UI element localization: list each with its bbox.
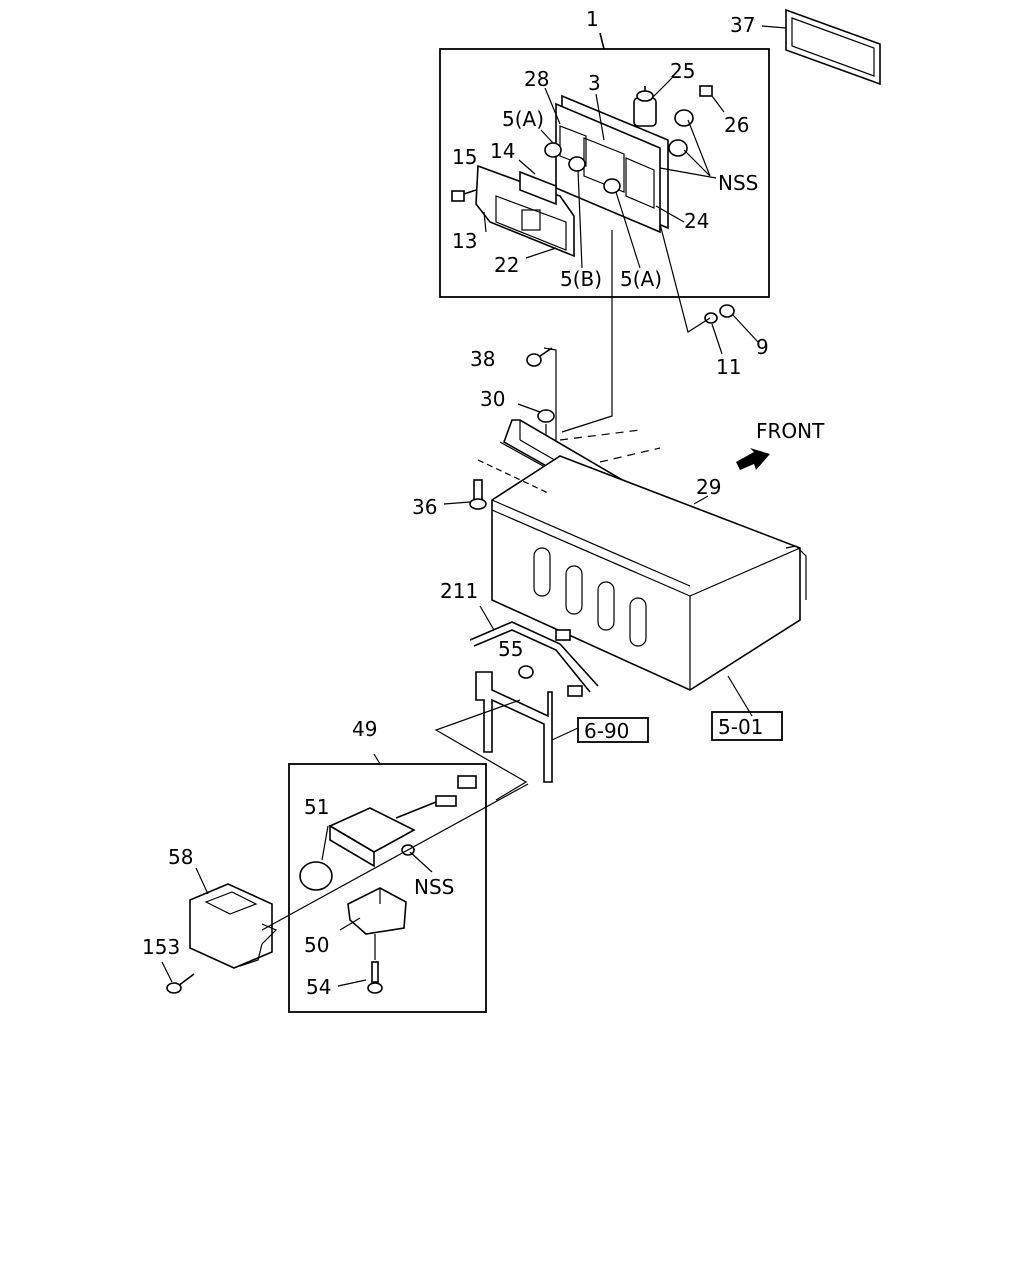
label-14: 14 [490, 139, 515, 163]
label-13: 13 [452, 229, 477, 253]
label-nss-bottom: NSS [414, 875, 454, 899]
label-37: 37 [730, 13, 755, 37]
bracket-13-22 [451, 164, 575, 258]
label-54: 54 [306, 975, 331, 999]
label-6-90: 6-90 [584, 719, 629, 743]
label-22: 22 [494, 253, 519, 277]
label-9: 9 [756, 335, 769, 359]
label-51: 51 [304, 795, 329, 819]
label-36: 36 [412, 495, 437, 519]
relay-panel [544, 94, 669, 234]
relay-25 [633, 86, 657, 127]
label-28: 28 [524, 67, 549, 91]
nss-bushing-b [668, 139, 688, 157]
lamp-bracket [475, 665, 553, 783]
label-5-01: 5-01 [718, 715, 763, 739]
ref-box-5-01 [711, 711, 783, 741]
nut-30 [537, 409, 555, 423]
label-25: 25 [670, 59, 695, 83]
nss-bushing-a [674, 109, 694, 127]
lens-cover-50 [347, 887, 407, 935]
group-box-1 [439, 48, 770, 298]
lamp-assembly [299, 775, 477, 891]
label-49: 49 [352, 717, 377, 741]
label-nss-top: NSS [718, 171, 758, 195]
lamp-guard-58 [189, 883, 278, 969]
screw-54 [367, 961, 383, 994]
group-box-49 [288, 763, 487, 1013]
label-1: 1 [586, 7, 599, 31]
label-29: 29 [696, 475, 721, 499]
label-55: 55 [498, 637, 523, 661]
washer-11 [704, 312, 718, 324]
label-38: 38 [470, 347, 495, 371]
label-3: 3 [588, 71, 601, 95]
label-5a-bottom: 5(A) [620, 267, 662, 291]
label-front: FRONT [756, 419, 825, 443]
ref-box-6-90 [577, 717, 649, 743]
bolt-38 [526, 347, 553, 367]
label-30: 30 [480, 387, 505, 411]
label-211: 211 [440, 579, 478, 603]
bolt-153 [166, 973, 195, 994]
label-24: 24 [684, 209, 709, 233]
label-58: 58 [168, 845, 193, 869]
screw-26 [699, 85, 713, 97]
battery-box [491, 429, 807, 691]
label-5b: 5(B) [560, 267, 602, 291]
label-26: 26 [724, 113, 749, 137]
label-15: 15 [452, 145, 477, 169]
front-arrow-icon [736, 448, 770, 470]
label-5a-top: 5(A) [502, 107, 544, 131]
label-11: 11 [716, 355, 741, 379]
harness-211 [469, 605, 599, 697]
bolt-36 [469, 479, 487, 510]
label-153: 153 [142, 935, 180, 959]
label-50: 50 [304, 933, 329, 957]
nut-9 [719, 304, 735, 318]
plug-37 [761, 8, 881, 86]
